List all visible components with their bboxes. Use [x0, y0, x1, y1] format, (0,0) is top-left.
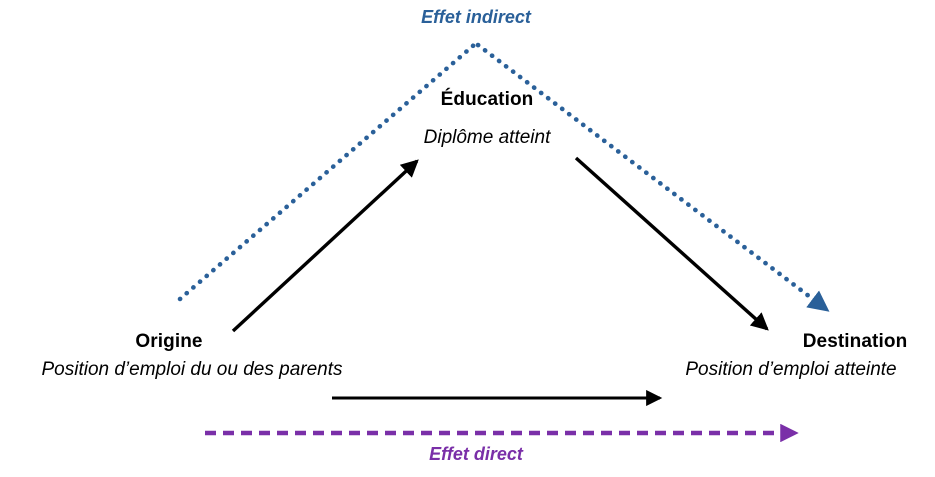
node-destination-title: Destination: [802, 331, 908, 352]
node-destination-subtitle: Position d’emploi atteinte: [685, 359, 897, 380]
edge-education-destination: [574, 156, 769, 331]
edge-origine-education: [231, 159, 419, 333]
node-education-subtitle: Diplôme atteint: [423, 127, 551, 148]
edge-indirect-effect: [177, 42, 830, 312]
edge-label-direct-effect: Effet direct: [429, 444, 523, 464]
node-origine-subtitle: Position d’emploi du ou des parents: [41, 359, 343, 380]
node-origine-title: Origine: [135, 331, 203, 352]
edge-label-indirect-effect: Effet indirect: [421, 7, 531, 27]
node-education-title: Éducation: [440, 89, 534, 110]
